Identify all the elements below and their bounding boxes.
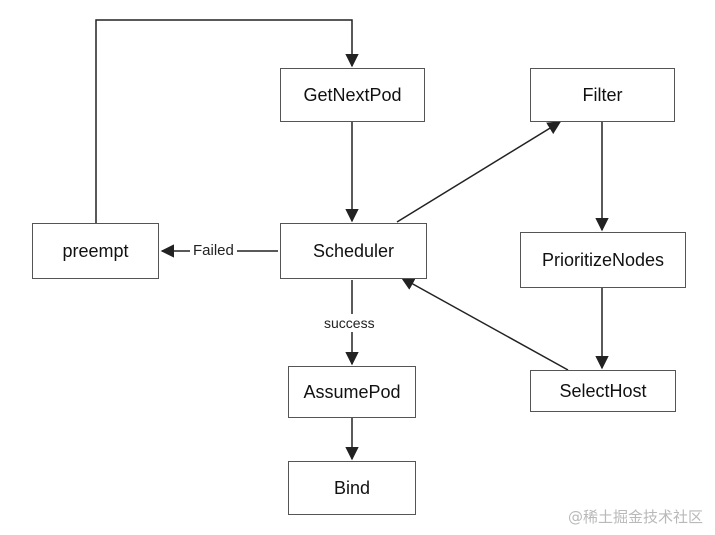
- node-assumepod: AssumePod: [288, 366, 416, 418]
- node-selecthost: SelectHost: [530, 370, 676, 412]
- node-filter: Filter: [530, 68, 675, 122]
- edge-label-success: success: [321, 314, 378, 332]
- node-bind: Bind: [288, 461, 416, 515]
- node-preempt-label: preempt: [62, 240, 129, 261]
- node-getnextpod-label: GetNextPod: [303, 84, 402, 105]
- node-selecthost-label: SelectHost: [559, 380, 647, 401]
- edge-label-failed: Failed: [190, 242, 237, 260]
- node-prioritizenodes-label: PrioritizeNodes: [541, 249, 665, 270]
- edge-selecthost-to-scheduler: [400, 277, 569, 371]
- node-preempt: preempt: [32, 223, 159, 279]
- edge-preempt-to-getnextpod: [95, 19, 359, 223]
- node-getnextpod: GetNextPod: [280, 68, 425, 122]
- node-bind-label: Bind: [333, 477, 371, 498]
- node-assumepod-label: AssumePod: [303, 381, 401, 402]
- node-scheduler: Scheduler: [280, 223, 427, 279]
- edge-scheduler-to-filter: [396, 121, 562, 223]
- node-filter-label: Filter: [582, 84, 623, 105]
- node-scheduler-label: Scheduler: [312, 240, 395, 261]
- watermark: @稀土掘金技术社区: [567, 508, 703, 526]
- node-prioritizenodes: PrioritizeNodes: [520, 232, 686, 288]
